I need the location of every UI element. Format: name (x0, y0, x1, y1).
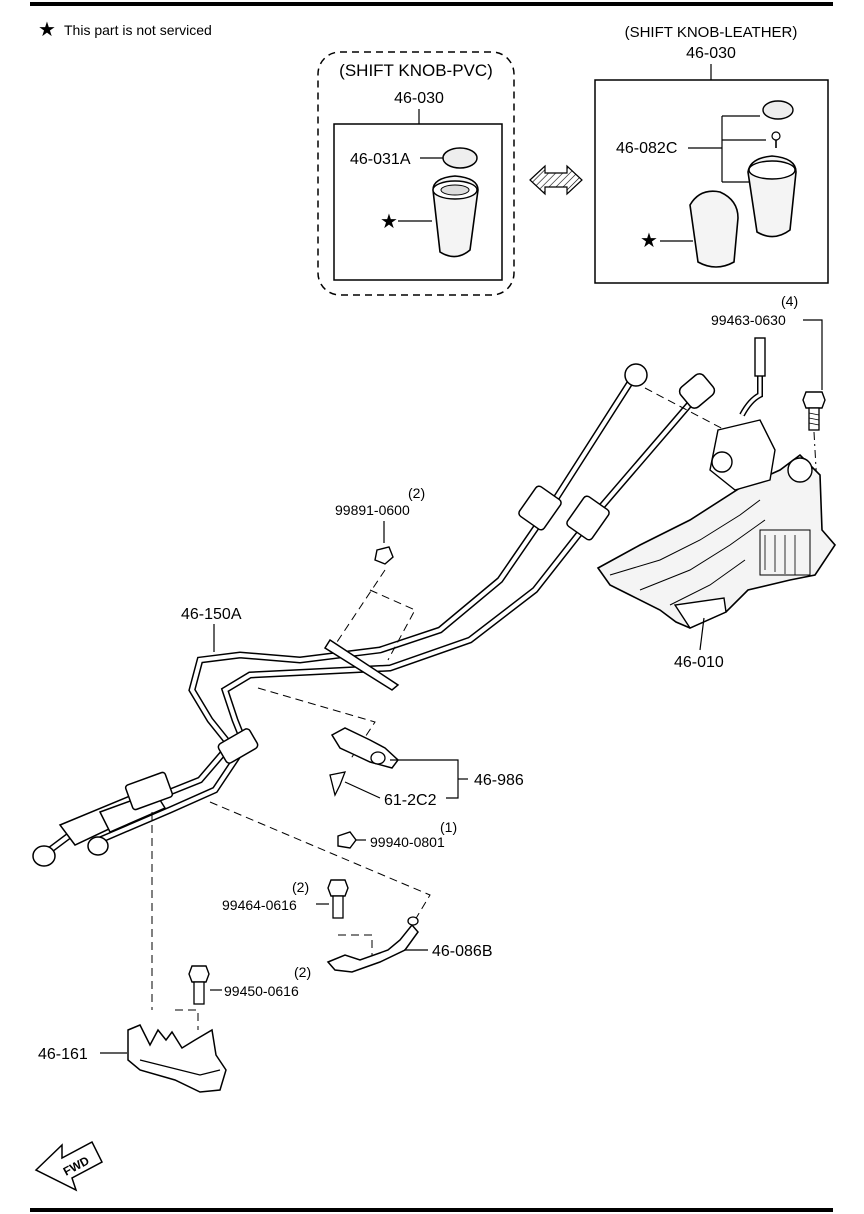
clip-icon (329, 771, 347, 797)
leather-title: (SHIFT KNOB-LEATHER) (625, 24, 798, 41)
bolt-99463-label: 99463-0630 (711, 312, 786, 328)
pvc-dashed-frame (317, 51, 515, 296)
bracket-086b-icon (326, 916, 419, 973)
nut-99940-icon (337, 831, 357, 849)
bracket-086b-label: 46-086B (432, 943, 493, 960)
nut-icon (374, 546, 394, 565)
bolt-99450-label: 99450-0616 (224, 983, 299, 999)
leather-sleeve-icon (689, 190, 739, 268)
cable-label: 46-150A (181, 606, 242, 623)
alternate-arrow-icon (529, 164, 583, 196)
legend-text: This part is not serviced (64, 22, 212, 38)
pvc-knob-group: (SHIFT KNOB-PVC) 46-030 46-031A ★ (317, 51, 515, 296)
pvc-part-number: 46-030 (394, 90, 444, 107)
nut-99940-label: 99940-0801 (370, 834, 445, 850)
shifter-assembly (596, 337, 837, 629)
bracket-161-label: 46-161 (38, 1046, 88, 1063)
clip-612c2-label: 61-2C2 (384, 792, 437, 809)
cable-assembly (32, 363, 716, 867)
nut-99891-qty: (2) (408, 485, 425, 501)
knob-badge-icon (442, 147, 478, 169)
fwd-arrow-icon: FWD (34, 1140, 103, 1192)
bolt-99464-label: 99464-0616 (222, 897, 297, 913)
leather-screw-icon (771, 131, 781, 148)
leather-knob-group: (SHIFT KNOB-LEATHER) 46-030 46-082C ★ (594, 24, 829, 284)
bolt-99450-icon (188, 965, 210, 1005)
bracket-161-icon (127, 1024, 227, 1093)
bottom-border (30, 1208, 833, 1212)
leather-solid-frame (594, 79, 829, 284)
bolt-99463-qty: (4) (781, 293, 798, 309)
leather-part-number: 46-030 (686, 45, 736, 62)
nut-99940-qty: (1) (440, 819, 457, 835)
legend-star-icon: ★ (38, 19, 56, 41)
pvc-title: (SHIFT KNOB-PVC) (339, 61, 493, 80)
leather-badge-icon (762, 100, 794, 120)
bracket-986-icon (330, 727, 400, 769)
leather-sub-label: 46-082C (616, 140, 677, 157)
bracket-986-label: 46-986 (474, 772, 524, 789)
bolt-icon (802, 391, 826, 431)
top-border (30, 2, 833, 6)
leather-star-icon: ★ (640, 230, 658, 252)
pvc-star-icon: ★ (380, 211, 398, 233)
nut-99891-label: 99891-0600 (335, 502, 410, 518)
bolt-99464-icon (327, 879, 349, 919)
bolt-99464-qty: (2) (292, 879, 309, 895)
pvc-badge-label: 46-031A (350, 151, 411, 168)
shifter-label: 46-010 (674, 654, 724, 671)
pvc-knob-icon (432, 175, 479, 258)
leather-knob-icon (747, 155, 797, 238)
dashed-leaders (151, 387, 726, 1030)
bolt-99450-qty: (2) (294, 964, 311, 980)
pvc-solid-frame (333, 123, 503, 281)
